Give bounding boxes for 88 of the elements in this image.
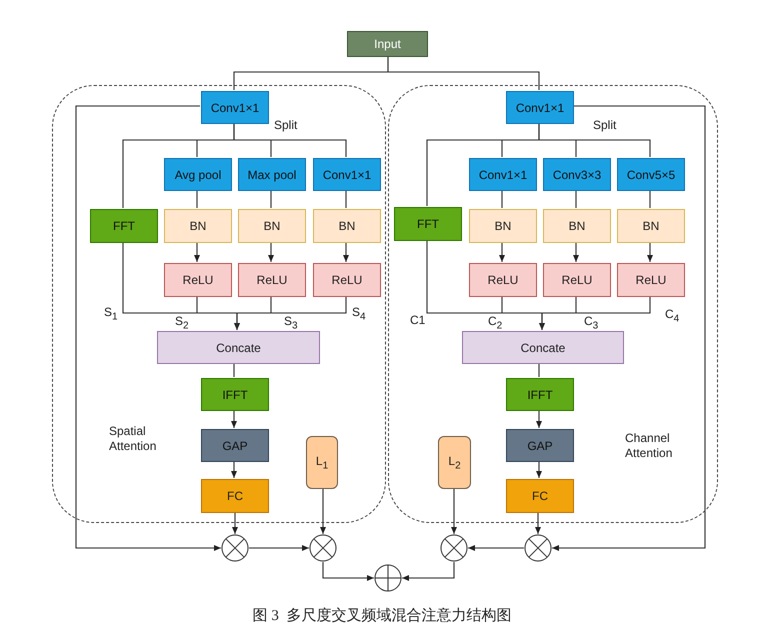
relu-box: ReLU bbox=[543, 263, 611, 297]
add-symbol bbox=[374, 564, 402, 592]
arrow bbox=[573, 242, 579, 262]
split-label: Split bbox=[593, 118, 616, 132]
arrow bbox=[468, 545, 524, 551]
multiply-symbol bbox=[440, 534, 468, 562]
input-box: Input bbox=[347, 31, 428, 57]
attention-region bbox=[388, 85, 718, 523]
branch-label: C$_{3}$ bbox=[584, 314, 598, 332]
connector-line bbox=[387, 57, 540, 90]
bn-box: BN bbox=[543, 209, 611, 243]
branch-label: S$_{4}$ bbox=[352, 305, 366, 322]
conv-box: Conv1×1 bbox=[313, 158, 381, 191]
arrow bbox=[322, 562, 374, 581]
attention-region bbox=[52, 85, 386, 523]
arrow bbox=[231, 461, 237, 478]
relu-box: ReLU bbox=[313, 263, 381, 297]
connector-line bbox=[345, 190, 347, 208]
region-label: Channel Attention bbox=[625, 431, 674, 461]
arrow bbox=[75, 105, 221, 551]
arrow bbox=[647, 242, 653, 262]
connector-line bbox=[233, 363, 235, 377]
conv-box: Conv5×5 bbox=[617, 158, 685, 191]
arrow bbox=[535, 512, 541, 534]
multiply-symbol bbox=[524, 534, 552, 562]
arrow bbox=[268, 242, 274, 262]
fc-box: FC bbox=[506, 479, 574, 513]
arrow bbox=[232, 512, 238, 534]
branch-label: S$_{1}$ bbox=[104, 305, 118, 322]
arrow bbox=[451, 488, 457, 534]
relu-box: ReLU bbox=[617, 263, 685, 297]
relu-box: ReLU bbox=[469, 263, 537, 297]
connector-line bbox=[575, 190, 577, 208]
arrow bbox=[499, 242, 505, 262]
connector-line bbox=[541, 296, 651, 330]
arrow bbox=[231, 410, 237, 428]
bn-box: BN bbox=[313, 209, 381, 243]
connector-line bbox=[538, 123, 651, 157]
bn-box: BN bbox=[469, 209, 537, 243]
relu-box: ReLU bbox=[164, 263, 232, 297]
bn-box: BN bbox=[164, 209, 232, 243]
multiply-symbol bbox=[221, 534, 249, 562]
concat-box: Concate bbox=[157, 331, 320, 364]
arrow bbox=[539, 296, 577, 330]
concat-box: Concate bbox=[462, 331, 624, 364]
fft-box: FFT bbox=[90, 209, 158, 243]
connector-line bbox=[538, 363, 540, 377]
connector-line bbox=[501, 190, 503, 208]
conv-box: Avg pool bbox=[164, 158, 232, 191]
gap-box: GAP bbox=[506, 429, 574, 462]
branch-label: S$_{3}$ bbox=[284, 314, 298, 332]
arrow bbox=[536, 461, 542, 478]
arrow bbox=[402, 562, 455, 581]
arrow bbox=[343, 242, 349, 262]
figure-caption: 图 3 多尺度交叉频域混合注意力结构图 bbox=[252, 606, 512, 625]
relu-box: ReLU bbox=[238, 263, 306, 297]
arrow bbox=[234, 296, 272, 330]
weight-box: L$_{1}$ bbox=[306, 436, 338, 489]
branch-label: C1 bbox=[410, 313, 426, 327]
connector-line bbox=[233, 123, 347, 157]
branch-label: C$_{2}$ bbox=[488, 314, 502, 332]
split-label: Split bbox=[274, 118, 298, 132]
arrow bbox=[536, 410, 542, 428]
fft-box: IFFT bbox=[506, 378, 574, 411]
branch-label: S$_{2}$ bbox=[175, 314, 189, 332]
bn-box: BN bbox=[238, 209, 306, 243]
multiply-symbol bbox=[309, 534, 337, 562]
connector-line bbox=[196, 190, 198, 208]
bn-box: BN bbox=[617, 209, 685, 243]
arrow bbox=[552, 105, 706, 551]
conv-box: Max pool bbox=[238, 158, 306, 191]
region-label: Spatial Attention bbox=[109, 424, 158, 454]
fc-box: FC bbox=[201, 479, 269, 513]
conv-box: Conv3×3 bbox=[543, 158, 611, 191]
gap-box: GAP bbox=[201, 429, 269, 462]
arrow bbox=[249, 545, 309, 551]
fft-box: FFT bbox=[394, 207, 462, 241]
fft-box: IFFT bbox=[201, 378, 269, 411]
conv-box: Conv1×1 bbox=[469, 158, 537, 191]
connector-line bbox=[270, 190, 272, 208]
arrow bbox=[194, 242, 200, 262]
connector-line bbox=[236, 296, 347, 330]
weight-box: L$_{2}$ bbox=[438, 436, 471, 489]
arrow bbox=[320, 488, 326, 534]
conv-box: Conv1×1 bbox=[506, 91, 574, 124]
conv-box: Conv1×1 bbox=[201, 91, 269, 124]
branch-label: C$_{4}$ bbox=[665, 307, 680, 324]
connector-line bbox=[649, 190, 651, 208]
